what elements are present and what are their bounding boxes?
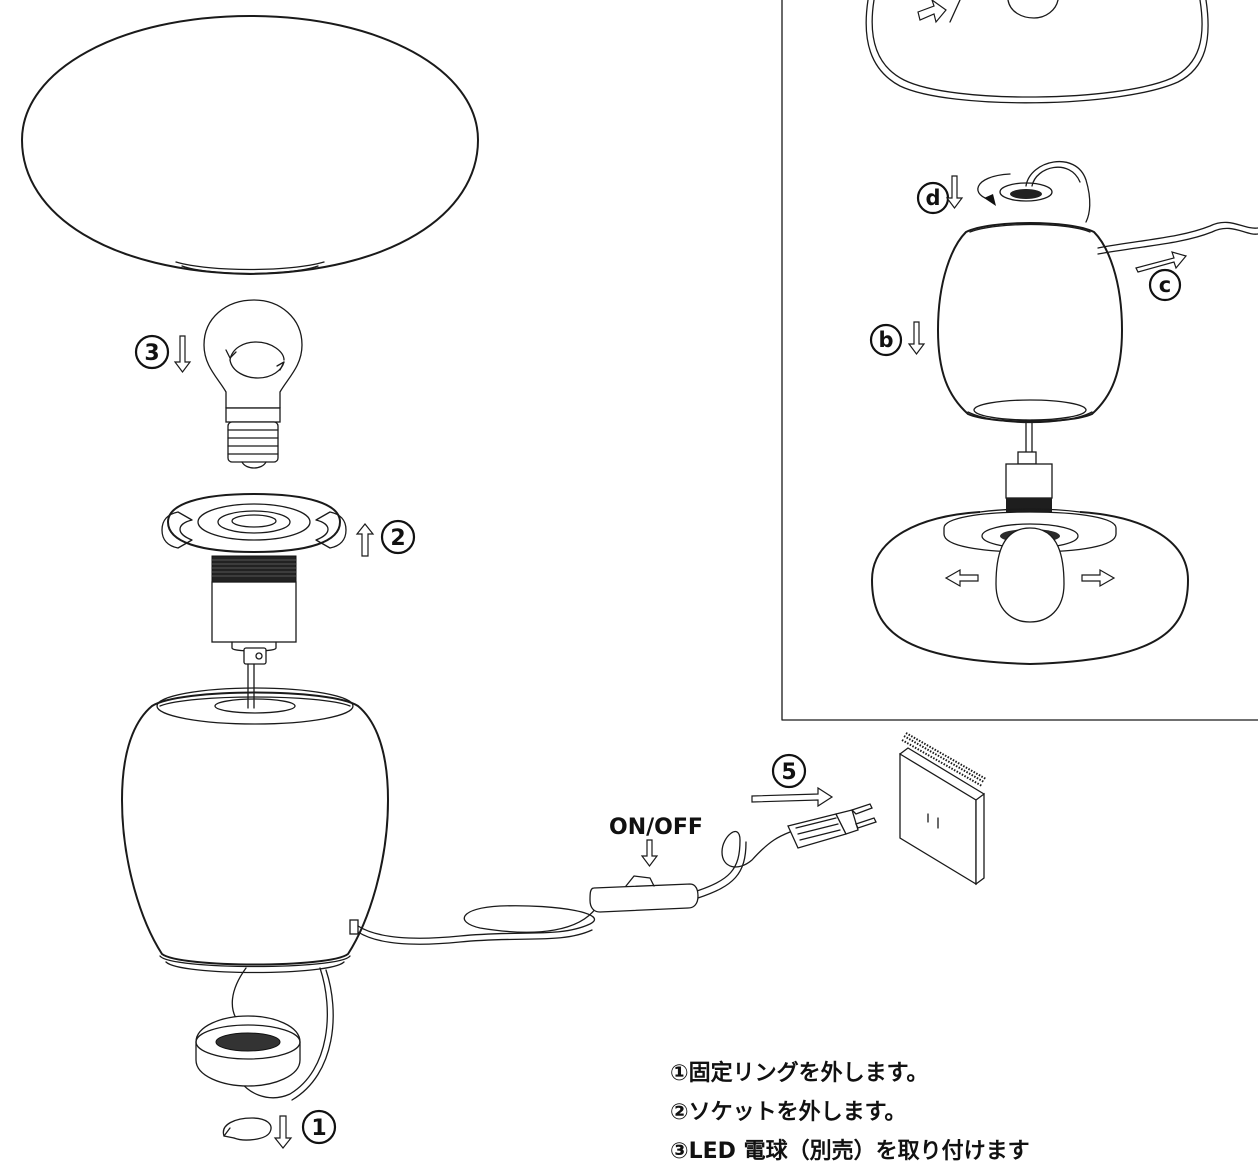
step-5-marker: 5 — [751, 753, 834, 808]
wall-outlet — [899, 732, 987, 886]
power-cord — [357, 831, 791, 945]
step-3-number: 3 — [144, 341, 159, 366]
step-d-letter: d — [925, 186, 940, 210]
step-3-marker: 3 — [134, 334, 192, 373]
step-c-letter: c — [1159, 273, 1171, 297]
lamp-shade — [21, 15, 479, 275]
lamp-base — [121, 687, 389, 974]
step-5-number: 5 — [781, 760, 796, 785]
step-1-number: 1 — [311, 1116, 326, 1141]
fixing-ring — [195, 967, 334, 1101]
detail-panel: d c b — [781, 0, 1258, 721]
step-2-marker: 2 — [355, 519, 416, 557]
instruction-list: ①固定リングを外します。 ②ソケットを外します。 ③LED 電球（別売）を取り付… — [670, 1054, 1258, 1171]
instruction-step-2: ②ソケットを外します。 — [670, 1100, 907, 1125]
led-bulb — [203, 299, 303, 469]
switch-label: ON/OFF — [609, 815, 703, 840]
instruction-step-1: ①固定リングを外します。 — [670, 1061, 929, 1086]
power-plug — [787, 803, 877, 849]
step-1-marker: 1 — [222, 1109, 337, 1149]
inline-switch: ON/OFF — [589, 815, 703, 913]
step-2-number: 2 — [390, 526, 405, 551]
socket-assembly — [161, 493, 347, 709]
instruction-step-3: ③LED 電球（別売）を取り付けます — [670, 1139, 1030, 1164]
step-b-letter: b — [878, 328, 893, 352]
